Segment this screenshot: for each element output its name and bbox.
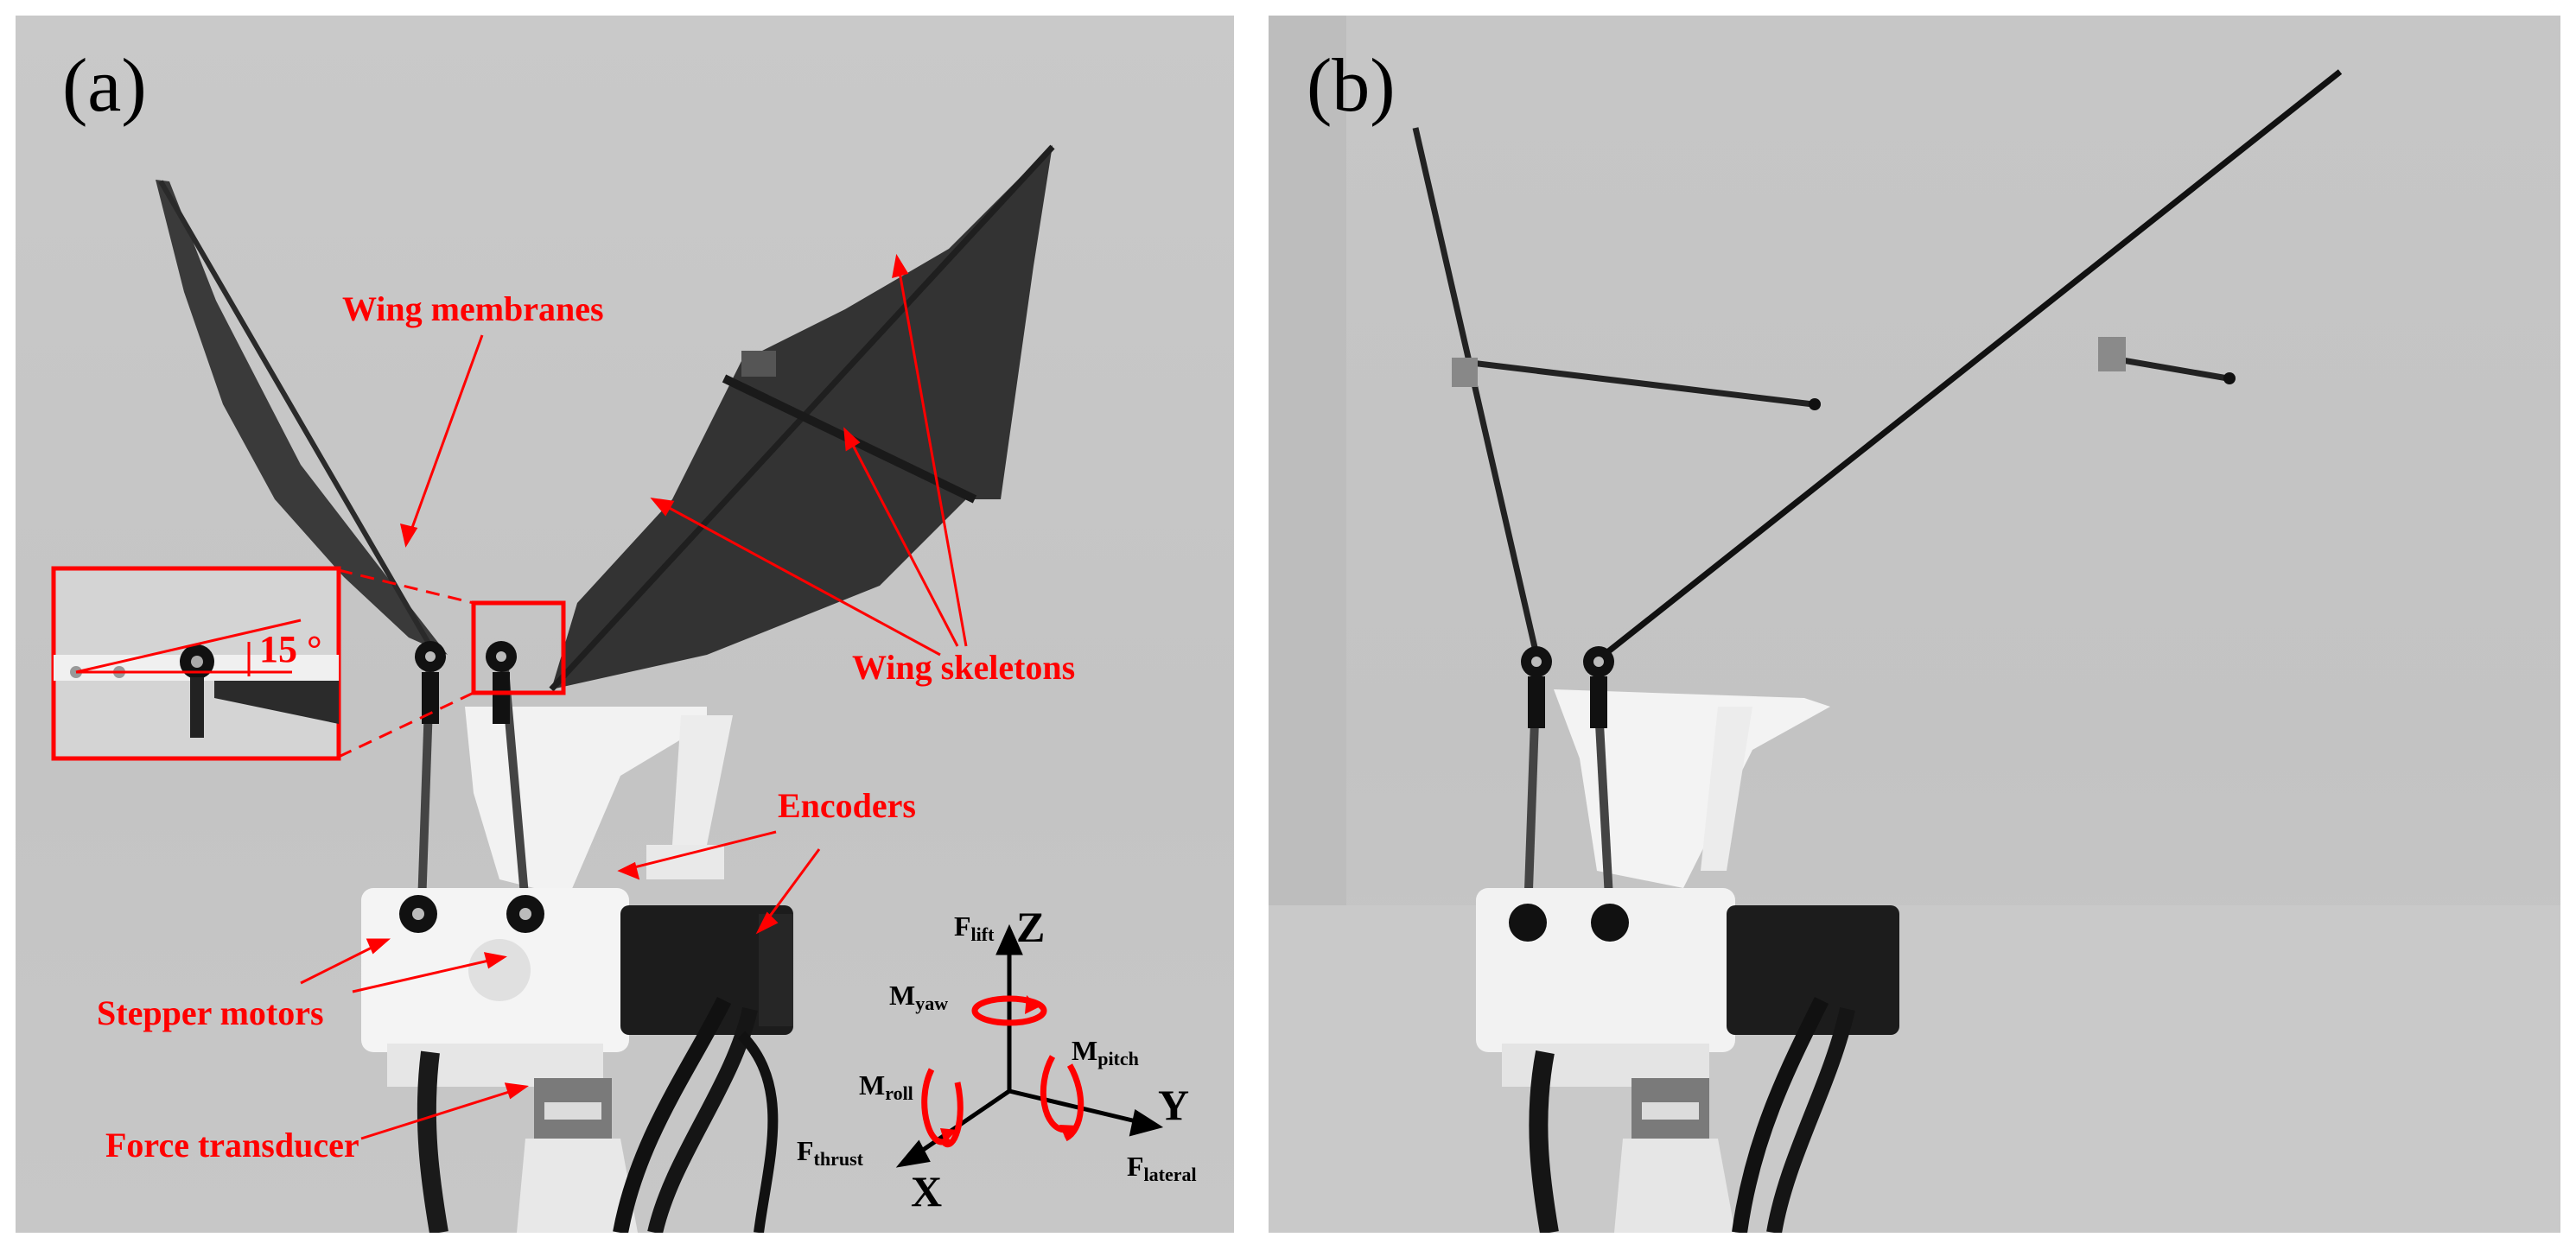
label-f-lateral: Flateral	[1127, 1151, 1197, 1185]
axis-z-label: Z	[1016, 903, 1046, 951]
label-m-yaw: Myaw	[889, 980, 949, 1014]
right-wing-skeleton	[1596, 69, 2343, 662]
panel-a-label: (a)	[62, 44, 147, 128]
panel-b-label: (b)	[1307, 44, 1396, 128]
zoom-region	[471, 600, 566, 695]
upper-frame	[465, 707, 707, 897]
label-m-pitch: Mpitch	[1072, 1035, 1139, 1069]
panel-a-photo	[51, 144, 1164, 1233]
label-m-roll: Mroll	[859, 1069, 913, 1104]
label-inset-angle: 15 °	[259, 628, 322, 670]
left-wing-skeleton	[1412, 127, 1540, 656]
panel-a: (a) Wing membranes Wing skeletons Encode…	[16, 16, 1234, 1233]
moment-arrows	[921, 995, 1084, 1148]
encoder-b	[1727, 905, 1899, 1035]
axis-x-label: X	[911, 1167, 943, 1215]
label-f-thrust: Fthrust	[797, 1135, 863, 1170]
label-force-transducer: Force transducer	[105, 1126, 359, 1164]
annotation-arrows	[300, 253, 968, 1140]
encoder	[620, 905, 793, 1035]
label-stepper-motors: Stepper motors	[97, 993, 324, 1032]
panel-b-photo	[1269, 16, 2560, 1233]
label-encoders: Encoders	[778, 786, 916, 825]
axis-y-label: Y	[1158, 1081, 1190, 1129]
panel-b: (b)	[1269, 16, 2560, 1233]
label-wing-skeletons: Wing skeletons	[852, 648, 1076, 687]
label-f-lift: Flift	[954, 911, 995, 945]
label-wing-membranes: Wing membranes	[342, 289, 604, 328]
